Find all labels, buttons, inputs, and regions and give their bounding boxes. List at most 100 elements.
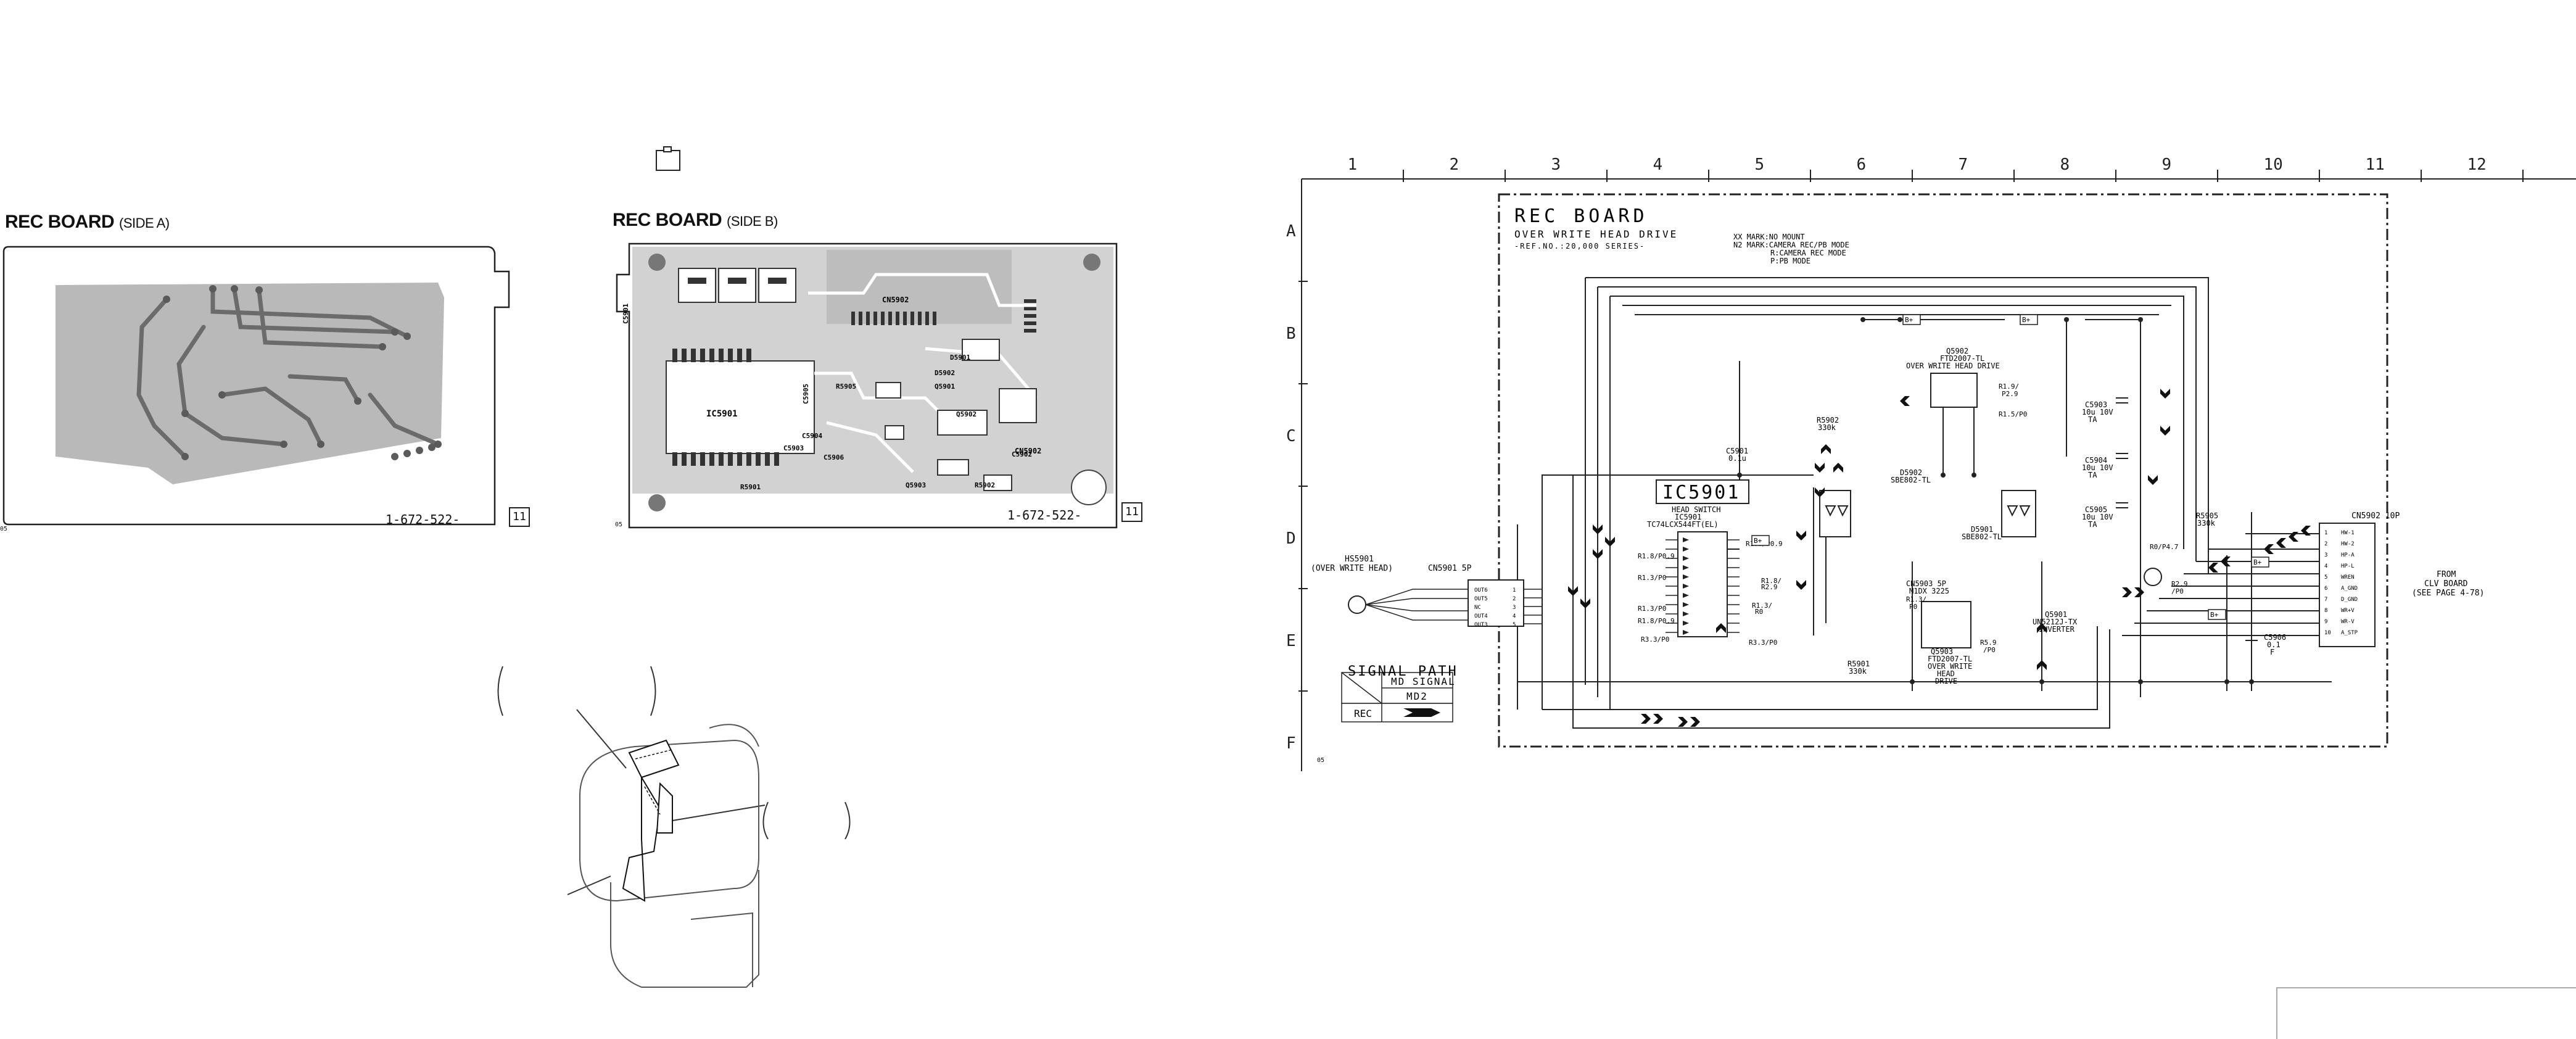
grid-column-label: 1: [1348, 155, 1358, 174]
signal-chevron: [1815, 487, 1825, 497]
from-note-1: FROM: [2437, 570, 2456, 579]
head-wires: [1365, 589, 1468, 621]
grid-row-label: B: [1286, 325, 1296, 343]
ic-label: IC5901: [1662, 482, 1740, 503]
node-voltage-label: R3.3/P0: [1641, 635, 1669, 644]
ic-name: HEAD SWITCH: [1672, 505, 1720, 514]
side-a-title-text: REC BOARD: [5, 212, 115, 232]
signal-chevron: [2289, 532, 2298, 542]
signal-chevron: [1900, 396, 1910, 406]
from-note-3: (SEE PAGE 4-78): [2412, 589, 2484, 598]
wire-bus: [1517, 277, 2332, 729]
signal-chevron: [1796, 580, 1806, 590]
cn-right-pin-label: HW-2: [2341, 541, 2355, 547]
r5901-value: 330k: [1849, 667, 1867, 676]
side-a-title: REC BOARD (SIDE A): [5, 212, 170, 233]
grid-row-label: A: [1286, 222, 1296, 241]
node-voltage-label: R0: [1755, 608, 1763, 616]
ic-body: [1677, 531, 1728, 637]
sb-label-r2: R5902: [975, 481, 995, 489]
cn-left-pin-number: 2: [1513, 596, 1516, 602]
q5903-name-1: OVER WRITE: [1928, 662, 1972, 671]
grid-row-label: F: [1286, 734, 1296, 753]
cn-right-pin-number: 3: [2324, 552, 2327, 558]
cn-right-pin-label: HP-A: [2341, 552, 2355, 558]
sb-label-ic: IC5901: [706, 409, 738, 419]
ic-buffer-triangle: [1683, 584, 1689, 589]
cn-right-pin-number: 8: [2324, 608, 2327, 614]
cn5903-part: M1DX 3225: [1909, 587, 1949, 595]
grid-row-ticks: [1298, 281, 1308, 692]
side-b-title: REC BOARD (SIDE B): [613, 210, 778, 231]
ic-label-box: [1656, 479, 1749, 504]
q5903-part: FTD2007-TL: [1928, 655, 1972, 663]
signal-chevron: [2134, 587, 2144, 597]
node-voltage-label: R5.9: [1980, 639, 1997, 647]
side-a-board: [2, 246, 510, 526]
signal-chevron: [1821, 444, 1831, 454]
ic-ref: IC5901: [1675, 513, 1701, 521]
signal-chevron: [2160, 426, 2170, 436]
from-note-2: CLV BOARD: [2424, 579, 2468, 589]
legend-column: MD SIGNAL: [1391, 676, 1456, 687]
d5901-ref: D5901: [1971, 525, 1993, 534]
cn-left-pin-number: 5: [1513, 622, 1516, 628]
cn-left-pin-number: 1: [1513, 587, 1516, 594]
signal-chevron: [2037, 623, 2047, 633]
c5904-ref: C5904: [2085, 456, 2107, 465]
bplus-tag-label: B+: [1754, 537, 1762, 545]
legend-sub: MD2: [1406, 690, 1428, 702]
cn-right-pin-number: 10: [2324, 630, 2331, 636]
side-a-revision: 11: [509, 507, 530, 527]
node-voltage-label: /P0: [1983, 646, 1996, 654]
bplus-tag-box: [2020, 314, 2038, 325]
cn-right-pin-label: A_GND: [2341, 586, 2358, 592]
node-voltage-label: R1.3/: [1752, 602, 1772, 610]
cn-right-body: [2319, 523, 2376, 647]
legend-row: REC: [1354, 708, 1372, 719]
signal-chevron: [2264, 544, 2274, 554]
node-voltage-label: R1.3/P0: [1638, 574, 1666, 582]
q5901-ref: Q5901: [2045, 610, 2067, 619]
c5906-value: 0.1: [2267, 640, 2281, 649]
wire-junctions: [1737, 317, 2254, 684]
grid-column-label: 8: [2060, 155, 2070, 174]
side-b-subtitle: (SIDE B): [727, 213, 778, 229]
grid-column-ticks: [1403, 170, 2524, 182]
bplus-tag-label: B+: [2253, 558, 2262, 566]
c5903-value: 10u 10V: [2082, 408, 2113, 416]
ic-buffer-triangle: [1683, 630, 1689, 635]
sb-label-c4: C5904: [802, 432, 822, 440]
cn-left-pin-label: OUT3: [1474, 622, 1488, 628]
cn-left-body: [1468, 579, 1524, 627]
signal-chevron: [1605, 537, 1615, 547]
signal-chevron: [2160, 389, 2170, 399]
signal-chevron: [1815, 463, 1825, 473]
cn-right-pin-number: 1: [2324, 530, 2327, 536]
grid-column-label: 7: [1959, 155, 1968, 174]
legend-title: SIGNAL PATH: [1348, 664, 1458, 679]
node-voltage-label: R2.9: [1761, 583, 1778, 591]
c5905-value: 10u 10V: [2082, 513, 2113, 521]
signal-chevron: [2037, 660, 2047, 670]
hs-name: (OVER WRITE HEAD): [1311, 564, 1393, 573]
c5901-ref: C5901: [1726, 447, 1748, 455]
q5903-ref: Q5903: [1931, 647, 1953, 656]
cn-right-pin-number: 9: [2324, 619, 2327, 625]
node-voltage-label: R1.3/P0: [1638, 605, 1666, 613]
cn-right-pin-label: HP-L: [2341, 563, 2355, 569]
bplus-tags: B+B+B+B+B+: [1751, 314, 2269, 620]
node-voltage-label: P2.9: [2002, 390, 2018, 398]
sb-label-c6: C5906: [824, 453, 844, 462]
cn-left-pin-label: OUT6: [1474, 587, 1488, 594]
q5901-name: INVERTER: [2039, 625, 2075, 634]
sb-label-c2: C5902: [1012, 450, 1032, 458]
bplus-tag-box: [2208, 609, 2226, 620]
grid-row-label: E: [1286, 632, 1296, 650]
legend-arrow: [1403, 708, 1440, 717]
grid-column-label: 11: [2366, 155, 2385, 174]
